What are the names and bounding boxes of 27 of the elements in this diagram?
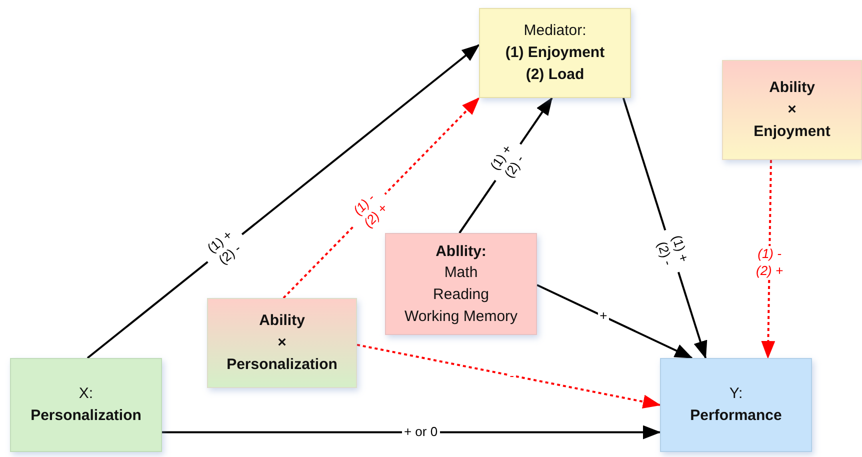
node-text: X:	[78, 384, 94, 404]
node-text: Math	[444, 263, 478, 284]
node-text: Abllity:	[436, 242, 486, 262]
node-text: Working Memory	[404, 306, 518, 327]
node-text: (2) Load	[526, 64, 584, 85]
dependent-variable-box	[660, 358, 812, 452]
node-text: Enjoyment	[754, 122, 830, 142]
node-text: Reading	[433, 285, 489, 305]
node-text: Mediator:	[524, 21, 586, 42]
node-text: ×	[788, 100, 796, 120]
ability-box	[385, 233, 537, 335]
node-text: Personalization	[226, 354, 338, 375]
arrow	[536, 284, 693, 359]
mediator-box	[479, 8, 631, 98]
dashed-arrow	[356, 344, 661, 409]
node-text: ×	[278, 333, 286, 354]
arrow	[86, 44, 480, 359]
node-text: Personalization	[30, 406, 142, 426]
interaction-box	[207, 298, 357, 388]
node-text: Ability	[769, 78, 815, 98]
interaction-box	[722, 60, 862, 160]
independent-variable-box	[10, 358, 162, 452]
node-text: (1) Enjoyment	[505, 43, 605, 64]
node-text: Y:	[729, 384, 743, 404]
arrow	[162, 425, 661, 440]
node-text: Performance	[690, 406, 782, 426]
node-text: Ability	[259, 311, 305, 332]
